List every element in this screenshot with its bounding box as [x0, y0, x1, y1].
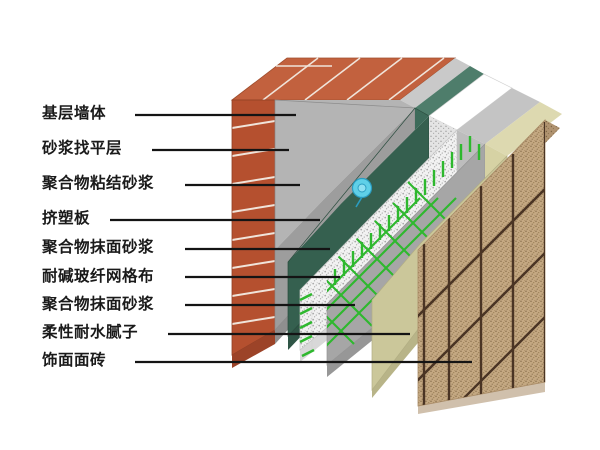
leader-lines	[110, 113, 472, 364]
layer-facing-tile	[417, 119, 560, 414]
mesh-edge-strands	[299, 292, 315, 358]
label-base-wall: 基层墙体	[42, 104, 107, 122]
label-polymer-bond-mortar: 聚合物粘结砂浆	[42, 174, 155, 192]
mesh-top-tabs	[333, 136, 481, 285]
anchor-fastener	[351, 177, 373, 208]
label-xps-board: 挤塑板	[42, 209, 91, 227]
label-polymer-skim-mortar-1: 聚合物抹面砂浆	[42, 238, 155, 256]
label-flexible-waterproof-putty: 柔性耐水腻子	[42, 323, 139, 341]
label-facing-tile: 饰面面砖	[42, 351, 107, 369]
layer-polymer-skim-mortar	[326, 88, 540, 377]
brick-course-joints	[231, 120, 276, 325]
label-leveling-mortar: 砂浆找平层	[42, 139, 123, 157]
brick-top-joints	[262, 57, 445, 101]
label-alkali-resistant-mesh: 耐碱玻纤网格布	[42, 267, 155, 285]
label-polymer-skim-mortar-2: 聚合物抹面砂浆	[42, 295, 155, 313]
